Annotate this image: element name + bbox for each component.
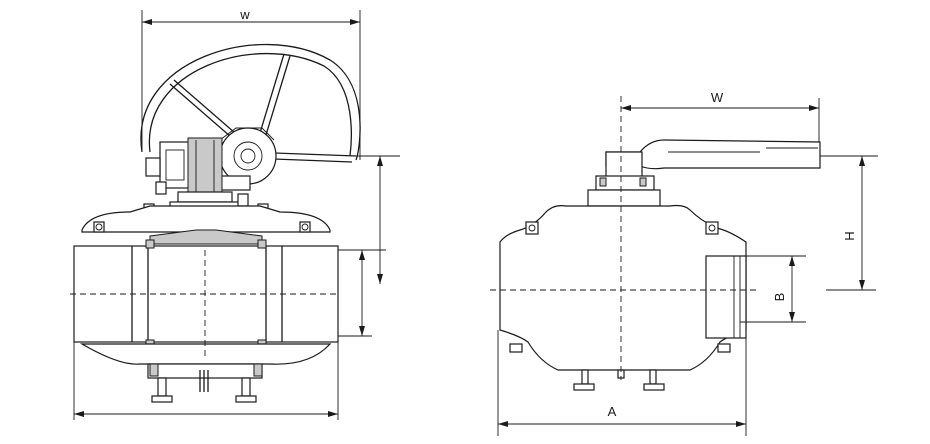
dimension-left-length bbox=[73, 342, 339, 420]
dimension-H-label: H bbox=[842, 231, 857, 240]
lever-valve-body bbox=[499, 204, 747, 371]
dimension-w: w bbox=[141, 7, 361, 160]
lever-valve-feet bbox=[573, 369, 665, 391]
support-feet bbox=[151, 370, 257, 403]
right-view-lever-valve: W H B A bbox=[490, 90, 878, 436]
dimension-left-height bbox=[338, 155, 400, 337]
gland-block bbox=[587, 175, 661, 207]
dimension-w-label: w bbox=[239, 7, 250, 22]
valve-body bbox=[73, 205, 339, 379]
dimension-W: W bbox=[621, 90, 820, 142]
dimension-B: B bbox=[740, 255, 806, 323]
dimension-A: A bbox=[497, 330, 747, 436]
dimension-B-label: B bbox=[772, 293, 787, 302]
lever-handle bbox=[605, 139, 821, 181]
dimension-A-label: A bbox=[608, 404, 617, 419]
dimension-H: H bbox=[820, 155, 878, 291]
left-view-gear-operated-valve: w bbox=[70, 7, 400, 420]
dimension-W-label: W bbox=[711, 90, 724, 105]
